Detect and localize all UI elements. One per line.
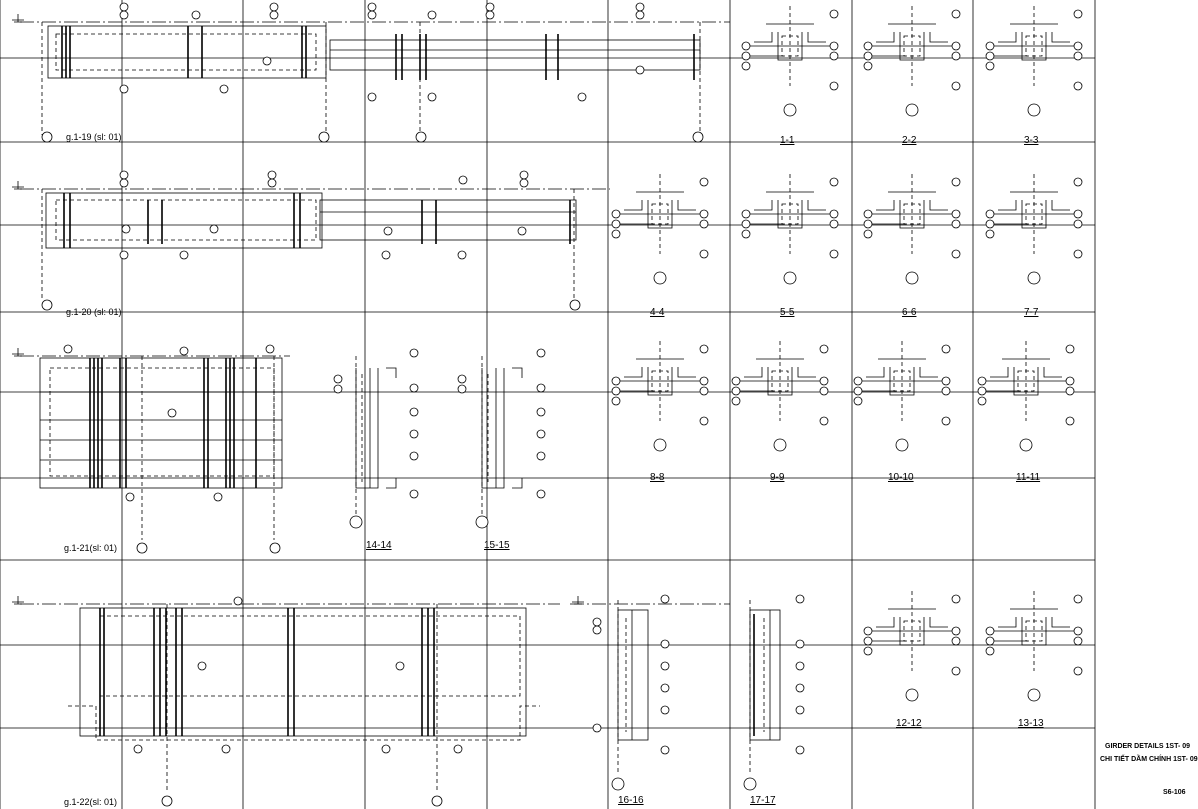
section-label: 6-6 [902, 307, 917, 318]
elevation-g1-19: g.1-19 (sl: 01) [12, 2, 730, 143]
section-label: 11-11 [1016, 472, 1041, 483]
view-label-g1-19: g.1-19 (sl: 01) [66, 132, 122, 142]
section-label: 15-15 [484, 540, 510, 551]
title-block: GIRDER DETAILS 1ST- 09 CHI TIẾT DẦM CHÍN… [1100, 743, 1198, 796]
sheet-grid [0, 0, 1096, 809]
section-label: 16-16 [618, 795, 644, 806]
elevation-g1-21: g.1-21(sl: 01) [12, 344, 290, 554]
view-label-g1-21: g.1-21(sl: 01) [64, 543, 117, 553]
elevation-g1-22: g.1-22(sl: 01) [12, 596, 560, 807]
section-label: 1-1 [780, 135, 795, 146]
section-labels: 1-1 2-2 3-3 4-4 5-5 6-6 7-7 8-8 9-9 10-1… [366, 135, 1044, 806]
section-label: 2-2 [902, 135, 917, 146]
section-label: 13-13 [1018, 718, 1044, 729]
section-label: 14-14 [366, 540, 392, 551]
deep-sections [333, 348, 805, 791]
elevation-g1-20: g.1-20 (sl: 01) [12, 170, 610, 317]
view-label-g1-20: g.1-20 (sl: 01) [66, 307, 122, 317]
cross-sections [611, 6, 1083, 702]
drawing-code: S6-106 [1163, 789, 1186, 796]
section-label: 7-7 [1024, 307, 1039, 318]
section-label: 5-5 [780, 307, 795, 318]
section-label: 4-4 [650, 307, 665, 318]
section-label: 10-10 [888, 472, 914, 483]
section-label: 17-17 [750, 795, 776, 806]
view-label-g1-22: g.1-22(sl: 01) [64, 797, 117, 807]
section-label: 3-3 [1024, 135, 1039, 146]
section-label: 9-9 [770, 472, 785, 483]
drawing-title-en: GIRDER DETAILS 1ST- 09 [1105, 743, 1190, 750]
section-label: 8-8 [650, 472, 665, 483]
drawing-title-vn: CHI TIẾT DẦM CHÍNH 1ST- 09 [1100, 753, 1198, 763]
section-label: 12-12 [896, 718, 922, 729]
